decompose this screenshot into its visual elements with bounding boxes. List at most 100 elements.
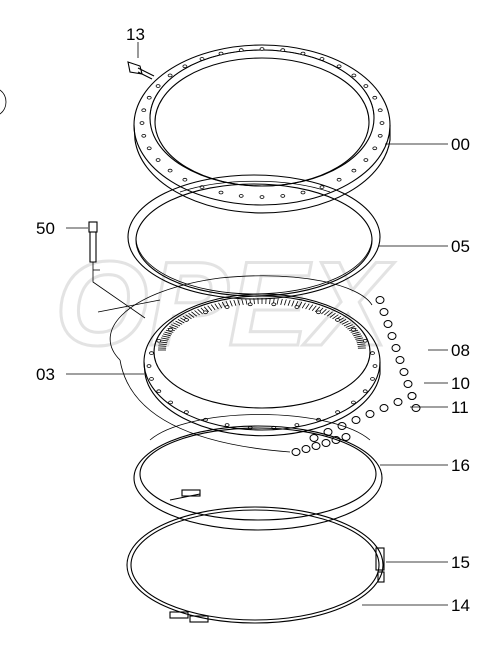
- label-00: 00: [451, 135, 470, 154]
- ring-03-hole: [224, 305, 230, 309]
- label-14: 14: [451, 596, 470, 615]
- gear-tooth: [341, 320, 349, 325]
- gear-tooth: [356, 339, 365, 342]
- ring-00-hole: [280, 48, 286, 52]
- ring-00-hole: [300, 190, 306, 195]
- bearing-ball: [311, 442, 321, 450]
- gear-tooth: [214, 303, 219, 310]
- label-50: 50: [36, 219, 55, 238]
- gear-tooth: [291, 300, 295, 307]
- gear-tooth: [351, 331, 360, 335]
- gear-tooth: [355, 337, 364, 340]
- ring-00-hole: [218, 51, 224, 56]
- ring-00-hole: [259, 47, 265, 51]
- ring-00-hole: [182, 177, 188, 182]
- bearing-ball: [341, 433, 351, 441]
- gear-tooth: [253, 298, 255, 305]
- ring-03-hole: [335, 318, 341, 322]
- gear-tooth: [160, 337, 169, 340]
- ring-03-hole: [168, 327, 174, 332]
- gear-tooth: [237, 299, 240, 306]
- gear-tooth: [188, 312, 195, 318]
- ring-03-hole: [294, 305, 300, 309]
- bearing-ball: [321, 439, 331, 447]
- ring-03-hole: [156, 338, 162, 343]
- ring-00-hole: [218, 190, 224, 195]
- ring-00-hole: [351, 168, 357, 173]
- ring-00-hole: [300, 51, 306, 56]
- gear-tooth: [301, 302, 306, 309]
- gear-tooth: [284, 299, 287, 306]
- gear-tooth: [173, 322, 181, 327]
- ring-00-hole: [259, 195, 265, 199]
- gear-tooth: [321, 308, 327, 315]
- ring-00-hole: [280, 194, 286, 198]
- ring-03-hole: [203, 310, 208, 315]
- gear-tooth: [229, 300, 233, 307]
- gear-tooth: [159, 339, 168, 342]
- gear-tooth: [185, 314, 192, 320]
- ring-00-hole: [372, 146, 378, 151]
- gear-tooth: [191, 311, 198, 317]
- gear-tooth: [347, 326, 355, 330]
- ring-00-hole: [319, 57, 325, 61]
- gear-flange: [97, 275, 373, 453]
- part-16-seal: [133, 414, 383, 531]
- ring-00-hole: [146, 146, 152, 151]
- ring-03-hole: [183, 318, 189, 322]
- bearing-ball: [411, 404, 421, 412]
- part-13-bolt: [127, 61, 155, 80]
- gear-tooth: [343, 322, 351, 327]
- ring-00-hole: [377, 108, 383, 112]
- gear-tooth: [345, 324, 353, 328]
- ring-00-hole: [336, 177, 342, 182]
- label-13: 13: [126, 25, 145, 44]
- bearing-balls: [291, 296, 421, 456]
- gear-tooth: [161, 335, 170, 338]
- gear-tooth: [207, 305, 213, 312]
- ring-03-hole: [370, 377, 375, 381]
- label-08: 08: [451, 341, 470, 360]
- gear-tooth: [311, 305, 317, 312]
- gear-tooth: [163, 333, 171, 337]
- ring-00-hole: [363, 84, 369, 88]
- ring-03-hole: [316, 310, 321, 315]
- label-15: 15: [451, 553, 470, 572]
- bearing-ball: [365, 410, 375, 418]
- bearing-ball: [375, 296, 385, 304]
- gear-tooth: [177, 319, 185, 324]
- ring-00-hole: [363, 158, 369, 162]
- ring-00-hole: [351, 73, 357, 78]
- label-16: 16: [451, 456, 470, 475]
- gear-tooth: [357, 343, 366, 345]
- gear-tooth: [175, 320, 183, 325]
- gear-tooth: [308, 304, 314, 311]
- gear-tooth: [269, 298, 271, 305]
- gear-tooth: [171, 324, 179, 328]
- gear-tooth: [357, 345, 366, 347]
- ring-03-hole: [350, 327, 356, 332]
- part-50-bolt: [88, 221, 146, 319]
- ring-03-hole: [271, 302, 277, 307]
- gear-tooth: [241, 298, 244, 306]
- ring-03-hole: [149, 351, 154, 355]
- ring-03-hole: [350, 400, 356, 405]
- part-00-outer-ring: [133, 44, 391, 214]
- bearing-ball: [291, 448, 301, 456]
- ring-03-hole: [183, 410, 189, 414]
- gear-tooth: [339, 319, 347, 324]
- ring-03-hole: [247, 302, 253, 307]
- part-14-ring: [126, 489, 385, 624]
- watermark: OPEX: [55, 237, 395, 371]
- bearing-ball: [387, 332, 397, 340]
- ring-00-hole: [238, 48, 244, 52]
- ring-00-hole: [167, 168, 173, 173]
- ring-00-hole: [199, 57, 205, 61]
- bearing-ball: [379, 308, 389, 316]
- ring-03-hole: [168, 400, 174, 405]
- ring-00-hole: [167, 73, 173, 78]
- bearing-ball: [391, 344, 401, 352]
- ring-03-hole: [156, 389, 162, 394]
- ring-00-hole: [182, 64, 188, 69]
